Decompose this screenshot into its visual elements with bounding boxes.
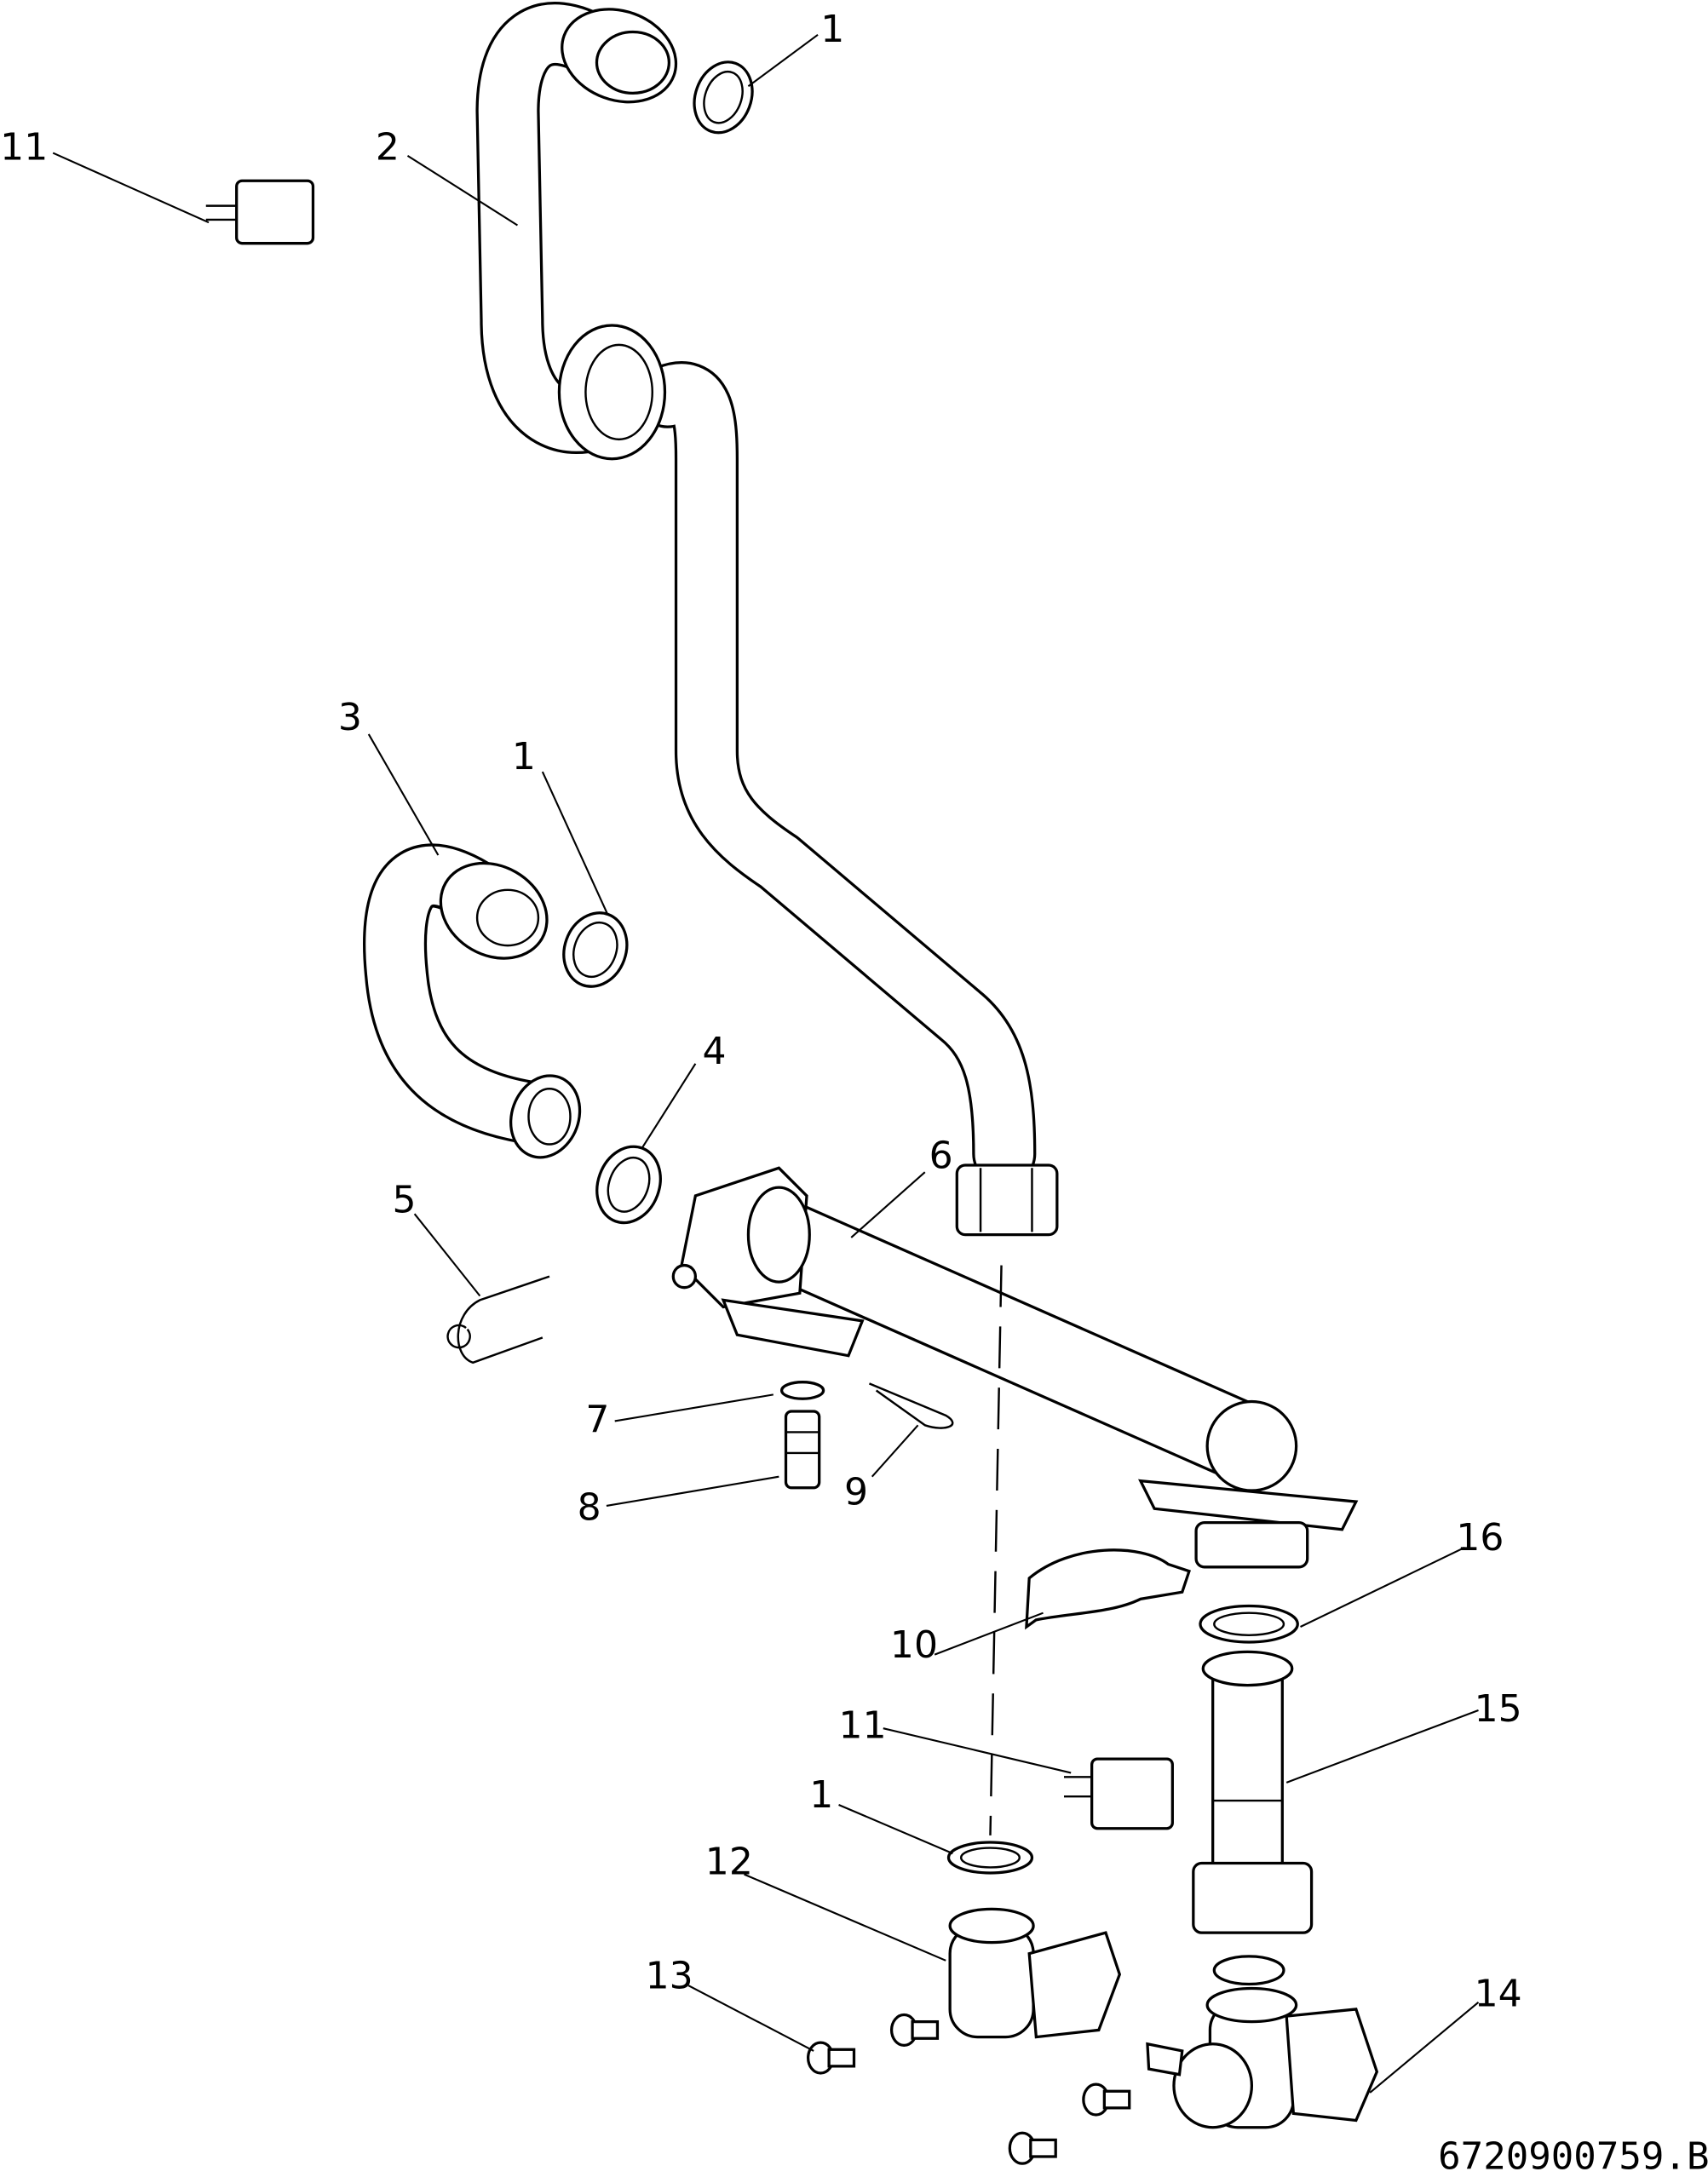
seal-ring-15-lower — [1212, 1955, 1285, 1986]
callout-3: 3 — [338, 696, 362, 739]
seal-ring-1-top — [693, 60, 754, 135]
callout-15: 15 — [1475, 1687, 1522, 1731]
seal-ring-1-mid — [562, 911, 629, 988]
sensor-11-low — [1064, 1757, 1174, 1830]
callout-12: 12 — [705, 1841, 753, 1884]
o-ring-7 — [779, 1381, 825, 1400]
seal-4 — [595, 1145, 662, 1225]
callout-5: 5 — [393, 1179, 417, 1222]
valve-insert-8 — [784, 1410, 821, 1490]
callout-13: 13 — [646, 1954, 693, 1997]
callout-1-mid: 1 — [512, 735, 536, 778]
callout-6: 6 — [929, 1134, 953, 1177]
pipe-3 — [363, 843, 582, 1159]
callout-10: 10 — [890, 1623, 938, 1667]
clip-5 — [446, 1275, 550, 1364]
callout-8: 8 — [578, 1485, 601, 1529]
callout-7: 7 — [585, 1398, 609, 1441]
callout-14: 14 — [1475, 1973, 1522, 2016]
callout-1-top: 1 — [820, 8, 844, 51]
callout-labels: 11 2 1 3 1 4 6 5 7 8 9 16 10 11 15 1 12 … — [0, 8, 1522, 2016]
elbow-14 — [1146, 1986, 1379, 2129]
pipe-15 — [1192, 1650, 1314, 1934]
leader-lines — [52, 33, 1480, 2094]
callout-16: 16 — [1456, 1516, 1504, 1560]
callout-1-low: 1 — [809, 1773, 833, 1817]
sensor-11-top — [205, 179, 315, 245]
callout-11-top: 11 — [0, 126, 48, 169]
callout-4: 4 — [703, 1030, 727, 1073]
screws-13 — [806, 2013, 1131, 2165]
diverter-pipe-6 — [671, 1166, 1359, 1569]
pipe-2 — [475, 2, 1059, 1237]
clamp-10 — [1025, 1548, 1191, 1630]
seal-16 — [1199, 1604, 1299, 1644]
drawing-number: 6720900759.B — [1438, 2135, 1708, 2179]
assembly-axis — [989, 1265, 1003, 1835]
clip-9 — [868, 1382, 954, 1429]
callout-9: 9 — [844, 1470, 868, 1514]
callout-2: 2 — [376, 126, 400, 169]
callout-11-low: 11 — [839, 1704, 887, 1748]
elbow-12 — [948, 1907, 1122, 2039]
